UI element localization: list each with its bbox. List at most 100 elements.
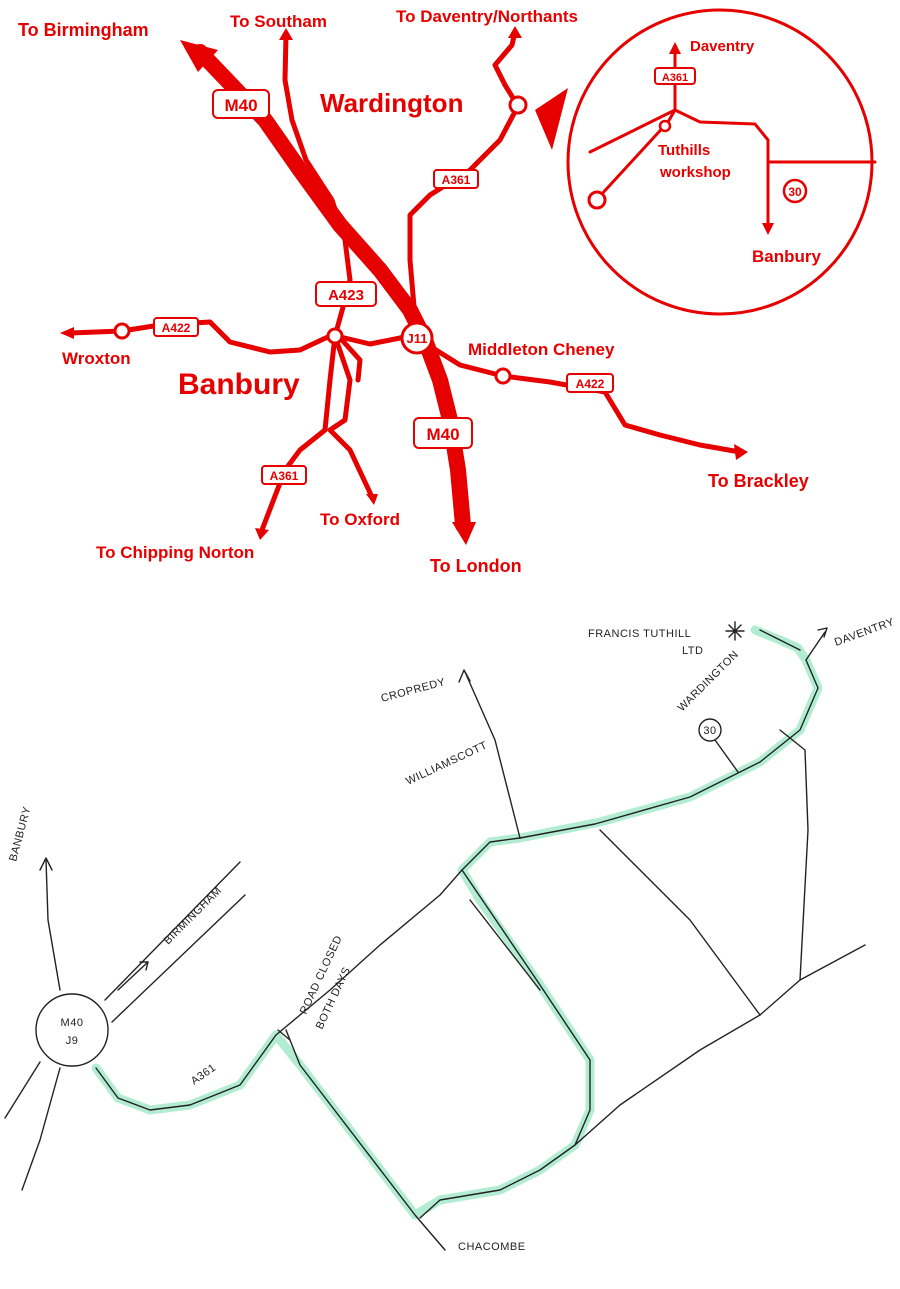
to-daventry-label: To Daventry/Northants [396, 7, 578, 26]
j11-label: J11 [407, 331, 428, 346]
road-east [419, 944, 866, 1219]
a423-shield: A423 [315, 281, 377, 307]
to-brackley-label: To Brackley [708, 471, 809, 491]
m40-north-arrow [180, 40, 218, 72]
cropredy-label: CROPREDY [380, 676, 447, 705]
m40-north-shield: M40 [212, 89, 270, 119]
wardington-label: WARDINGTON [676, 649, 742, 715]
inset-speed-limit-sign [782, 178, 808, 204]
banbury-area-road-map: J11 M40 M40 A423 A422 A422 A361 A361 To … [18, 7, 877, 576]
road-to-banbury [45, 859, 61, 991]
southam-arrow [279, 28, 293, 40]
birmingham-label: BIRMINGHAM [162, 885, 225, 948]
banbury-label: Banbury [178, 368, 300, 401]
inset-daventry-arrow [669, 42, 681, 54]
road-oxford [327, 333, 375, 500]
road-to-cropredy [464, 671, 521, 839]
wardington-roundabout [508, 95, 528, 115]
wardington-speed-limit: 30 [703, 725, 716, 737]
inset-daventry-label: Daventry [690, 38, 755, 55]
workshop-star-icon [725, 621, 745, 641]
road-a361-north [407, 29, 521, 321]
m40-label: M40 [61, 1017, 84, 1029]
williamscott-label: WILLIAMSCOTT [404, 739, 489, 787]
chacombe-label: CHACOMBE [458, 1241, 526, 1253]
middleton-cheney-roundabout [494, 367, 512, 385]
to-london-label: To London [430, 556, 522, 576]
a361-label: A361 [189, 1062, 219, 1088]
workshop-inset: A361 30 [566, 8, 877, 316]
banbury-roundabout [326, 327, 344, 345]
wardington-label: Wardington [320, 88, 463, 118]
to-chipping-norton-label: To Chipping Norton [96, 543, 254, 562]
road-a422-west [67, 319, 335, 355]
road-a422-east [425, 342, 743, 455]
motorway-south-1 [4, 1061, 41, 1119]
oxford-arrow [366, 494, 378, 505]
svg-text:A422: A422 [576, 377, 605, 391]
inset-speed-limit-value: 30 [788, 185, 802, 199]
road-banbury-east [339, 337, 363, 383]
road-closed-marker [277, 1029, 291, 1041]
route-highlight [91, 625, 823, 1220]
hand-drawn-route-sketch: 30 FRANCIS TUTHILL LTD DAVENTRY CROPREDY… [4, 616, 896, 1253]
a361-south-shield: A361 [261, 465, 307, 485]
motorway-south-2 [21, 1067, 61, 1191]
inset-west-road [588, 108, 677, 154]
speed-sign-pointer [714, 739, 739, 773]
banbury-label: BANBURY [7, 805, 33, 863]
svg-text:A361: A361 [442, 173, 471, 187]
to-oxford-label: To Oxford [320, 510, 400, 529]
brackley-arrow [734, 444, 748, 460]
daventry-arrow-icon [817, 627, 828, 638]
inset-a361-shield: A361 [654, 67, 696, 85]
road-a361-south [259, 333, 338, 533]
a361-north-shield: A361 [433, 169, 479, 189]
m40-south-arrow [452, 522, 476, 545]
svg-text:A423: A423 [328, 287, 364, 304]
svg-text:A422: A422 [162, 321, 191, 335]
road-to-workshop [759, 629, 801, 651]
junction-11-roundabout [400, 321, 434, 355]
inset-pointer-icon [535, 88, 568, 150]
to-southam-label: To Southam [230, 12, 327, 31]
inset-banbury-road [673, 108, 770, 227]
lane-east [779, 729, 809, 981]
wroxton-arrow [60, 327, 74, 339]
svg-text:A361: A361 [270, 469, 299, 483]
wardington-speed-sign [698, 718, 722, 742]
banbury-arrow-icon [39, 857, 53, 871]
lane-middle [599, 829, 761, 1016]
svg-text:M40: M40 [426, 425, 459, 444]
to-birmingham-label: To Birmingham [18, 20, 149, 40]
daventry-label: DAVENTRY [833, 616, 896, 649]
motorway-line-1 [104, 861, 241, 1001]
road-to-daventry [519, 631, 826, 839]
lane-inner [469, 899, 541, 991]
inset-workshop-label-1: Tuthills [658, 142, 710, 159]
m40-j9-roundabout [35, 993, 109, 1067]
svg-text:M40: M40 [224, 96, 257, 115]
francis-tuthill-label: FRANCIS TUTHILL [588, 628, 691, 640]
chipping-norton-arrow [255, 528, 269, 540]
m40-south-shield: M40 [413, 417, 473, 449]
road-to-chacombe [285, 1029, 446, 1251]
lane-chacombe-loop [461, 869, 591, 1146]
inset-roundabout [587, 190, 607, 210]
cropredy-arrow-icon [458, 669, 471, 683]
francis-tuthill-ltd-label: LTD [682, 645, 703, 657]
birmingham-arrow-icon [139, 961, 149, 971]
road-southam [282, 32, 353, 283]
j9-label: J9 [66, 1035, 79, 1047]
wroxton-label: Wroxton [62, 349, 131, 368]
road-a423 [329, 332, 413, 347]
wroxton-roundabout [113, 322, 131, 340]
middleton-cheney-label: Middleton Cheney [468, 340, 615, 359]
inset-workshop-label-2: workshop [659, 164, 731, 181]
daventry-arrow [508, 26, 522, 38]
inset-banbury-label: Banbury [752, 247, 822, 266]
svg-text:A361: A361 [662, 72, 688, 84]
birmingham-direction-line [117, 961, 149, 991]
motorway-line-2 [111, 894, 246, 1023]
a422-east-shield: A422 [566, 373, 614, 393]
